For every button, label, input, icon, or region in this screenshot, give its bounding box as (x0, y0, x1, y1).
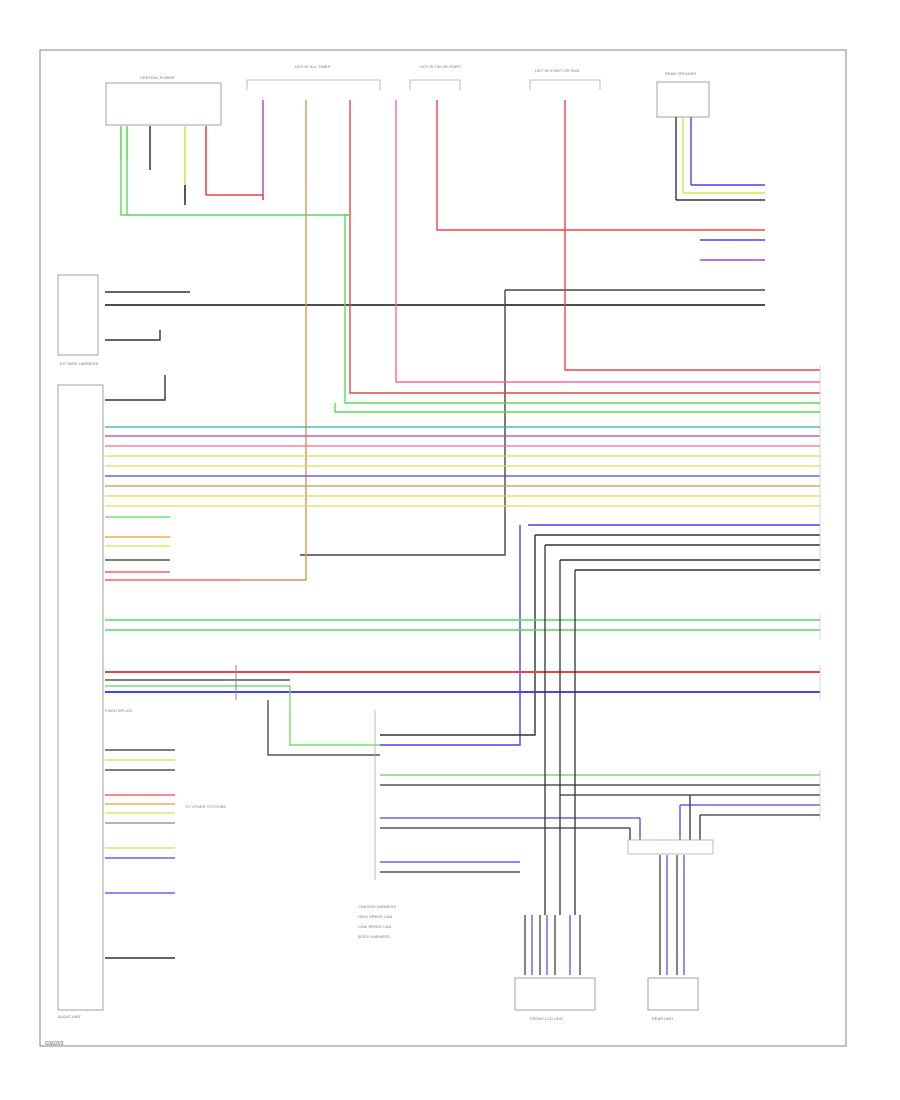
rear-speaker-component: REAR SPEAKER (656, 71, 765, 201)
audio-unit-lower-component: AUDIO UNIT (57, 384, 104, 1019)
svg-text:CHASSIS HARNESS: CHASSIS HARNESS (358, 904, 396, 909)
front-lcd-unit-component: FRONT LCD UNIT (514, 977, 596, 1021)
audio-unit-lower-label: AUDIO UNIT (58, 1014, 82, 1019)
rear-unit-drop-lines (659, 855, 685, 975)
fuse-block-middle-label: HOT IN ON OR START (420, 64, 462, 69)
kit-wire-harness-component: KIT WIRE HARNESS (57, 274, 99, 366)
front-lcd-drop-lines (524, 545, 581, 975)
central-power-component: CENTRAL POWER (105, 75, 222, 205)
fixed-splice-label: FIXED SPLICE (105, 708, 132, 713)
svg-text:BODY HARNESS: BODY HARNESS (358, 934, 390, 939)
fuse-block-right-label: HOT IN START OR RUN (535, 68, 579, 73)
rear-speaker-top-label: REAR SPEAKER (665, 71, 696, 76)
rear-unit-label: REAR UNIT (652, 1016, 674, 1021)
fuse-block-left-label: HOT AT ALL TIMES (295, 64, 330, 69)
fuse-block-left: HOT AT ALL TIMES (246, 64, 397, 200)
page-tag: GS0203 (45, 1041, 64, 1047)
to-other-systems-label: TO OTHER SYSTEMS (185, 804, 226, 809)
svg-text:LOW SPEED CAN: LOW SPEED CAN (358, 924, 391, 929)
kit-wire-harness-label: KIT WIRE HARNESS (60, 361, 98, 366)
svg-text:HIGH SPEED CAN: HIGH SPEED CAN (358, 914, 392, 919)
central-power-label: CENTRAL POWER (140, 75, 175, 80)
fuse-block-middle: HOT IN ON OR START (409, 64, 462, 160)
connector-notes: CHASSIS HARNESS HIGH SPEED CAN LOW SPEED… (358, 904, 396, 939)
middle-connector-lines (380, 774, 820, 873)
diagram-frame (39, 49, 847, 1047)
lower-left-stubs (105, 749, 175, 959)
fuse-block-right: HOT IN START OR RUN (529, 68, 601, 160)
front-lcd-unit-label: FRONT LCD UNIT (530, 1016, 564, 1021)
rear-unit-component: REAR UNIT (647, 977, 699, 1021)
main-bus-lines (105, 426, 820, 507)
